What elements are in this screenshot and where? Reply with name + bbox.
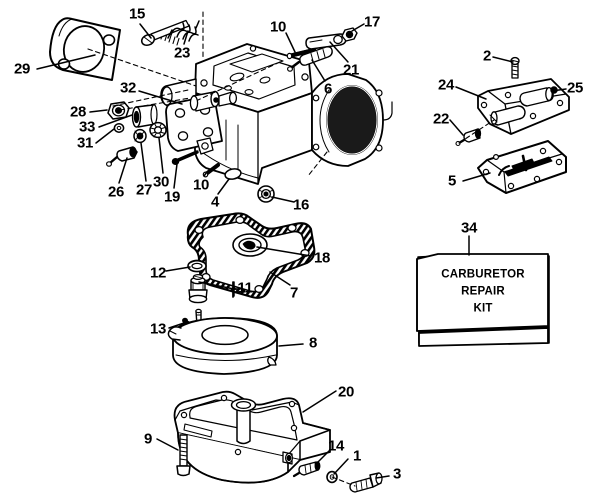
part-float-bowl-gasket	[186, 212, 316, 299]
part-cover-gasket	[477, 140, 567, 194]
callout-31[interactable]: 31	[76, 134, 94, 152]
callout-5[interactable]: 5	[447, 172, 457, 190]
part-o-ring-small	[113, 123, 125, 133]
part-cover-screw	[510, 56, 520, 79]
callout-30[interactable]: 30	[152, 173, 170, 191]
callout-10-lower[interactable]: 10	[192, 176, 210, 194]
callout-16[interactable]: 16	[292, 196, 310, 214]
part-spring-retainer	[149, 121, 167, 139]
part-float-bowl	[173, 390, 331, 484]
callout-22[interactable]: 22	[432, 110, 450, 128]
part-carburetor-repair-kit	[416, 253, 550, 347]
part-shaft-pin	[171, 150, 199, 166]
part-idle-adjust-screw	[287, 46, 333, 72]
callout-28[interactable]: 28	[69, 103, 87, 121]
part-bushing	[131, 104, 158, 128]
callout-8[interactable]: 8	[308, 334, 318, 352]
callout-10-upper[interactable]: 10	[269, 18, 287, 36]
part-packing-washer	[257, 185, 275, 203]
assembly-axis-lines	[87, 11, 495, 487]
callout-18[interactable]: 18	[313, 249, 331, 267]
part-pin-upper	[286, 47, 317, 60]
callout-27[interactable]: 27	[135, 181, 153, 199]
callout-25[interactable]: 25	[566, 79, 584, 97]
callout-19[interactable]: 19	[163, 188, 181, 206]
callout-1[interactable]: 1	[352, 447, 362, 465]
callout-34[interactable]: 34	[460, 219, 478, 237]
part-inlet-needle-seat-gasket	[187, 259, 207, 273]
part-welch-plug	[224, 168, 242, 180]
callout-12[interactable]: 12	[149, 264, 167, 282]
callout-26[interactable]: 26	[107, 183, 125, 201]
part-fuel-fitting	[105, 146, 138, 167]
part-spring	[167, 20, 200, 42]
part-bowl-screw	[176, 434, 191, 477]
callout-17[interactable]: 17	[363, 13, 381, 31]
callout-6[interactable]: 6	[323, 80, 333, 98]
callout-4[interactable]: 4	[210, 193, 220, 211]
callout-29[interactable]: 29	[13, 60, 31, 78]
callout-23[interactable]: 23	[173, 44, 191, 62]
part-mounting-flange-gasket	[49, 17, 121, 81]
callout-7[interactable]: 7	[289, 284, 299, 302]
part-plug-screw	[349, 472, 383, 493]
callout-9[interactable]: 9	[143, 430, 153, 448]
repair-kit-line-1: CARBURETOR	[441, 268, 525, 281]
callout-20[interactable]: 20	[337, 383, 355, 401]
callout-21[interactable]: 21	[342, 61, 360, 79]
part-nut	[341, 27, 358, 42]
callout-33[interactable]: 33	[78, 118, 96, 136]
callout-15[interactable]: 15	[128, 5, 146, 23]
repair-kit-line-3: KIT	[473, 302, 493, 315]
part-carburetor-body	[160, 43, 393, 185]
part-top-cover-plate	[477, 78, 570, 135]
leader-bracket-11	[232, 281, 241, 298]
part-washer	[133, 128, 147, 144]
callout-3[interactable]: 3	[392, 465, 402, 483]
part-screw-long	[140, 19, 190, 47]
callout-2[interactable]: 2	[482, 47, 492, 65]
callout-32[interactable]: 32	[119, 79, 137, 97]
callout-14[interactable]: 14	[327, 437, 345, 455]
callout-13[interactable]: 13	[149, 320, 167, 338]
repair-kit-line-2: REPAIR	[461, 285, 505, 298]
part-float	[167, 317, 278, 375]
callout-11[interactable]: 11	[237, 279, 253, 297]
callout-24[interactable]: 24	[437, 76, 455, 94]
